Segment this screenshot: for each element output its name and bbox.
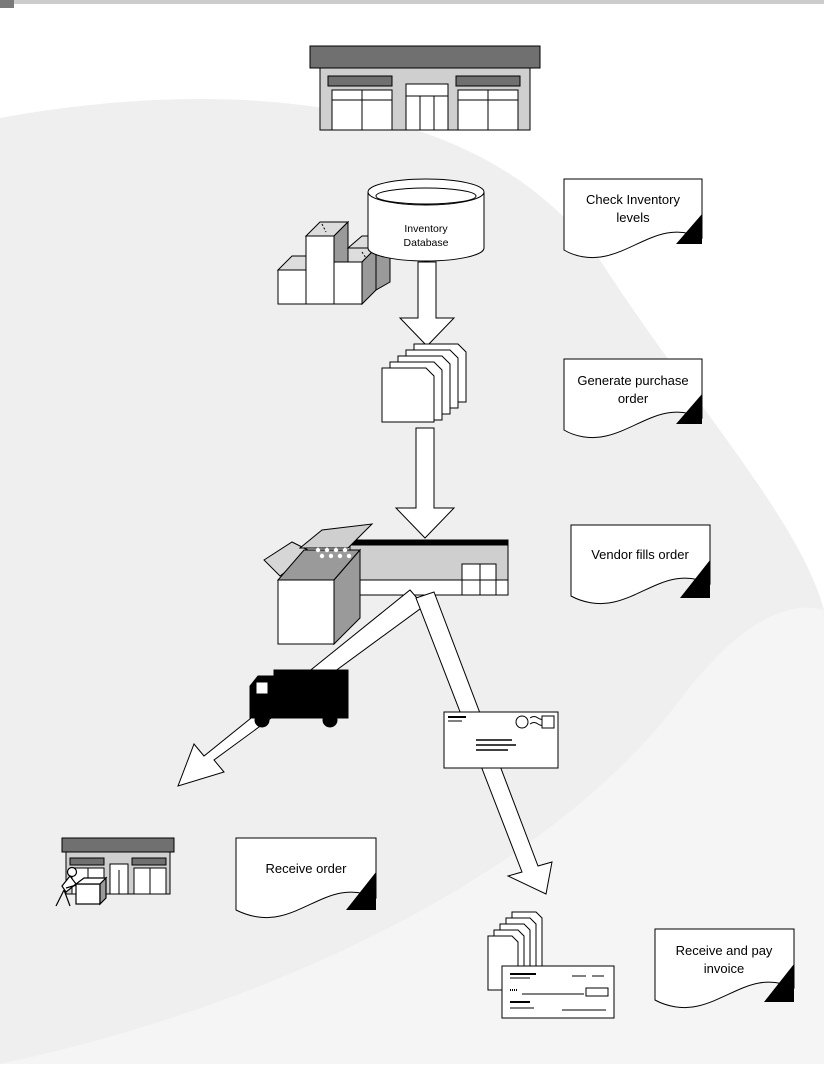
label-generate-po: Generate purchase order xyxy=(563,358,703,439)
receive-pay-text-1: Receive and pay xyxy=(676,943,773,958)
inventory-database-icon: Inventory Database xyxy=(367,178,485,262)
receive-order-text: Receive order xyxy=(266,861,348,876)
delivery-truck-icon xyxy=(249,669,349,728)
inventory-boxes-icon xyxy=(276,220,392,306)
inventory-database-label-2: Database xyxy=(404,237,449,249)
check-inventory-text-2: levels xyxy=(616,210,650,225)
arrow-db-to-po xyxy=(398,261,456,347)
worker-icon xyxy=(55,866,108,907)
generate-po-text-2: order xyxy=(618,391,649,406)
label-receive-pay-invoice: Receive and pay invoice xyxy=(654,928,795,1009)
store-icon-top xyxy=(309,45,541,131)
label-receive-order: Receive order xyxy=(235,837,377,919)
open-box-icon xyxy=(263,523,374,646)
vendor-fills-text: Vendor fills order xyxy=(591,547,689,562)
invoice-envelope-icon xyxy=(443,711,559,769)
receive-pay-text-2: invoice xyxy=(704,961,744,976)
corner-marker xyxy=(0,0,14,8)
check-payment-icon xyxy=(501,965,615,1019)
inventory-database-label-1: Inventory xyxy=(404,223,448,235)
purchase-order-documents-icon xyxy=(381,343,467,423)
check-inventory-text-1: Check Inventory xyxy=(586,192,680,207)
label-vendor-fills: Vendor fills order xyxy=(570,524,711,605)
generate-po-text-1: Generate purchase xyxy=(577,373,688,388)
label-check-inventory: Check Inventory levels xyxy=(563,178,703,259)
arrow-po-to-vendor xyxy=(394,427,456,539)
vendor-warehouse-icon xyxy=(349,539,509,596)
